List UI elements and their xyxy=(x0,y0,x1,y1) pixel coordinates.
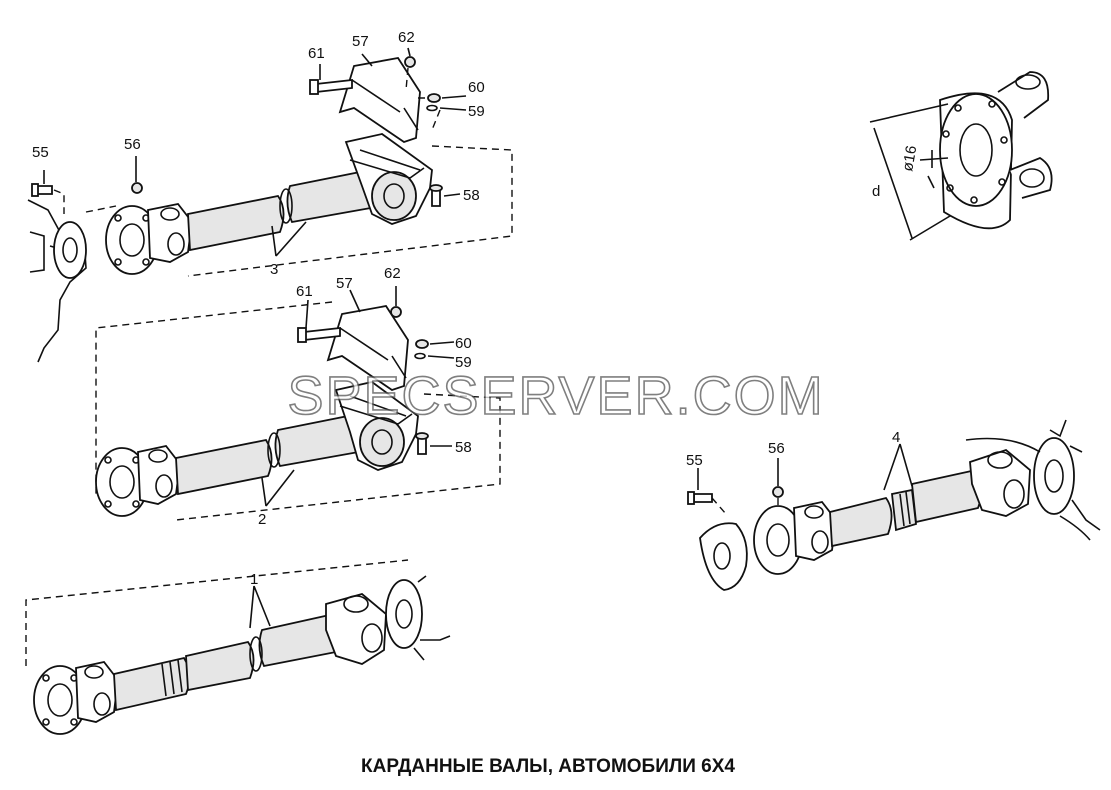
washer-59-lower xyxy=(414,352,426,360)
nut-56-right xyxy=(772,486,784,498)
dim-bolt-label: ø16 xyxy=(899,144,920,172)
callout-62-lower: 62 xyxy=(384,265,401,282)
shaft-assembly-1 xyxy=(25,559,451,735)
shaft-3-universal-joint xyxy=(147,203,193,263)
shaft-1-rear-universal-joint xyxy=(325,593,387,665)
nut-56-upper xyxy=(131,182,143,194)
callout-57-upper: 57 xyxy=(352,33,369,50)
shaft-assembly-3 xyxy=(27,47,513,363)
rear-axle-flange-4 xyxy=(1033,437,1075,515)
shaft-4-companion-flange xyxy=(699,522,748,591)
callout-61-upper: 61 xyxy=(308,45,325,62)
shaft-assembly-4 xyxy=(687,419,1101,591)
flange-yoke-detail xyxy=(869,71,1053,241)
callout-59-lower: 59 xyxy=(455,354,472,371)
nut-60-upper xyxy=(427,93,441,103)
callout-60-upper: 60 xyxy=(468,79,485,96)
callout-55-upper: 55 xyxy=(32,144,49,161)
watermark: SPECSERVER.COM xyxy=(287,366,824,426)
dim-d-label: d xyxy=(872,183,880,200)
callout-4: 4 xyxy=(892,429,900,446)
shaft-4-front-universal-joint xyxy=(793,501,837,561)
shaft-1-tube-front xyxy=(185,640,255,692)
washer-59-upper xyxy=(426,104,438,112)
shaft-assembly-2 xyxy=(95,286,501,521)
nut-60-lower xyxy=(415,339,429,349)
shaft-2-universal-joint xyxy=(137,445,181,505)
shaft-3-tube-front xyxy=(187,195,285,252)
callout-60-lower: 60 xyxy=(455,335,472,352)
callout-1: 1 xyxy=(250,571,258,588)
shaft-2-tube-front xyxy=(175,438,273,496)
bracket-57-upper xyxy=(338,57,421,143)
shaft-1-front-universal-joint xyxy=(75,661,119,723)
gearbox-output-flange xyxy=(53,221,87,279)
gearbox-housing xyxy=(27,199,87,363)
callout-58-lower: 58 xyxy=(455,439,472,456)
callout-59-upper: 59 xyxy=(468,103,485,120)
shaft-4-rear-universal-joint xyxy=(969,448,1031,517)
bolt-55-right xyxy=(693,493,713,503)
shaft-4-tube-front xyxy=(829,496,893,548)
callout-2: 2 xyxy=(258,511,266,528)
callout-55-right: 55 xyxy=(686,452,703,469)
callout-56-right: 56 xyxy=(768,440,785,457)
nut-62-lower xyxy=(390,306,402,318)
bracket-57-lower xyxy=(326,305,409,391)
callout-57-lower: 57 xyxy=(336,275,353,292)
callout-56-upper: 56 xyxy=(124,136,141,153)
callout-3: 3 xyxy=(270,261,278,278)
callout-62-upper: 62 xyxy=(398,29,415,46)
nut-62-upper xyxy=(404,56,416,68)
diagram-caption: КАРДАННЫЕ ВАЛЫ, АВТОМОБИЛИ 6Х4 xyxy=(361,756,735,777)
callout-58-upper: 58 xyxy=(463,187,480,204)
rear-axle-flange-1 xyxy=(385,579,423,649)
yoke-flange-face xyxy=(939,93,1013,207)
yoke-ears xyxy=(997,71,1053,199)
callout-61-lower: 61 xyxy=(296,283,313,300)
